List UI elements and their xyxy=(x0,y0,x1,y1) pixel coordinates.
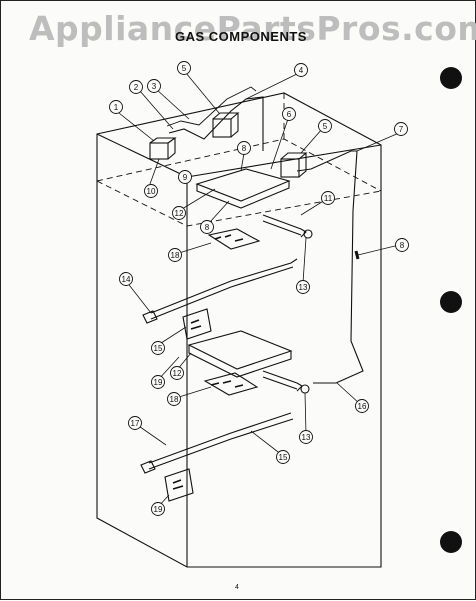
page-number: 4 xyxy=(235,584,239,591)
callout-13a xyxy=(296,280,310,294)
callout-label: 9 xyxy=(183,173,188,182)
callout-label: 5 xyxy=(323,122,328,131)
callout-19a xyxy=(151,375,165,389)
thermocouple-upper xyxy=(150,258,298,314)
gas-tube-upper xyxy=(168,96,264,151)
callout-17 xyxy=(128,416,142,430)
valve-5a xyxy=(212,118,232,138)
callout-label: 18 xyxy=(171,251,180,260)
callout-18a xyxy=(168,248,182,262)
callout-label: 16 xyxy=(358,402,367,411)
callout-label: 8 xyxy=(400,241,405,250)
binder-hole-2 xyxy=(440,291,462,313)
callout-12b xyxy=(170,366,184,380)
thermocouple-lower xyxy=(148,412,292,464)
callout-8b xyxy=(200,220,214,234)
gas-tube-right xyxy=(296,150,364,384)
callout-3 xyxy=(147,79,161,93)
orifice-upper xyxy=(303,229,313,239)
callout-18b xyxy=(167,392,181,406)
callout-5 xyxy=(318,119,332,133)
binder-hole-1 xyxy=(440,67,462,89)
callout-4b xyxy=(294,63,308,77)
callout-label: 8 xyxy=(205,223,210,232)
valve-1 xyxy=(149,142,169,160)
callout-15b xyxy=(276,450,290,464)
callout-label: 13 xyxy=(299,283,308,292)
callout-4a xyxy=(177,61,191,75)
callout-15a xyxy=(151,341,165,355)
callout-labels: 1 2 3 5 4 6 5 7 8 9 10 11 12 8 18 8 14 1… xyxy=(114,64,405,514)
igniter-lower xyxy=(164,468,194,502)
diagram-title: GAS COMPONENTS xyxy=(175,29,307,44)
valve-5b xyxy=(280,158,300,178)
callout-10 xyxy=(144,184,158,198)
callout-16 xyxy=(355,399,369,413)
callout-14 xyxy=(119,272,133,286)
callout-label: 4 xyxy=(299,66,304,75)
callout-8c xyxy=(395,238,409,252)
compartment-lines xyxy=(96,93,382,227)
callout-label: 13 xyxy=(302,433,311,442)
callout-8a xyxy=(237,141,251,155)
callout-label: 12 xyxy=(175,209,184,218)
callout-label: 3 xyxy=(152,82,157,91)
callout-label: 18 xyxy=(170,395,179,404)
callout-19b xyxy=(151,502,165,516)
binder-hole-3 xyxy=(440,531,462,553)
callout-label: 11 xyxy=(324,194,333,203)
callout-label: 8 xyxy=(242,144,247,153)
callout-label: 15 xyxy=(279,453,288,462)
callout-label: 17 xyxy=(131,419,140,428)
callout-label: 10 xyxy=(147,187,156,196)
callout-2 xyxy=(129,80,143,94)
callout-label: 19 xyxy=(154,505,163,514)
callout-6 xyxy=(282,107,296,121)
callout-7 xyxy=(394,122,408,136)
callout-11 xyxy=(321,191,335,205)
callout-9 xyxy=(178,170,192,184)
callout-label: 12 xyxy=(173,369,182,378)
igniter-upper xyxy=(182,308,212,340)
callout-label: 1 xyxy=(114,103,119,112)
watermark: AppliancePartsPros.com xyxy=(29,9,476,48)
cabinet-top-front-edge xyxy=(186,144,382,178)
callout-markers xyxy=(109,61,409,516)
callout-label: 15 xyxy=(154,344,163,353)
burner-lower xyxy=(187,330,293,370)
callout-label: 6 xyxy=(287,110,292,119)
orifice-lower xyxy=(300,384,310,394)
bracket-upper xyxy=(207,228,261,250)
callout-label: 2 xyxy=(134,83,139,92)
bracket-lower xyxy=(203,372,259,396)
callout-label: 7 xyxy=(399,125,404,134)
callout-12a xyxy=(172,206,186,220)
callout-label: 19 xyxy=(154,378,163,387)
callout-1 xyxy=(109,100,123,114)
callout-label: 5 xyxy=(182,64,187,73)
cabinet-edge xyxy=(96,133,188,567)
callout-13b xyxy=(299,430,313,444)
callout-label: 14 xyxy=(122,275,131,284)
cabinet-outline xyxy=(96,92,382,568)
